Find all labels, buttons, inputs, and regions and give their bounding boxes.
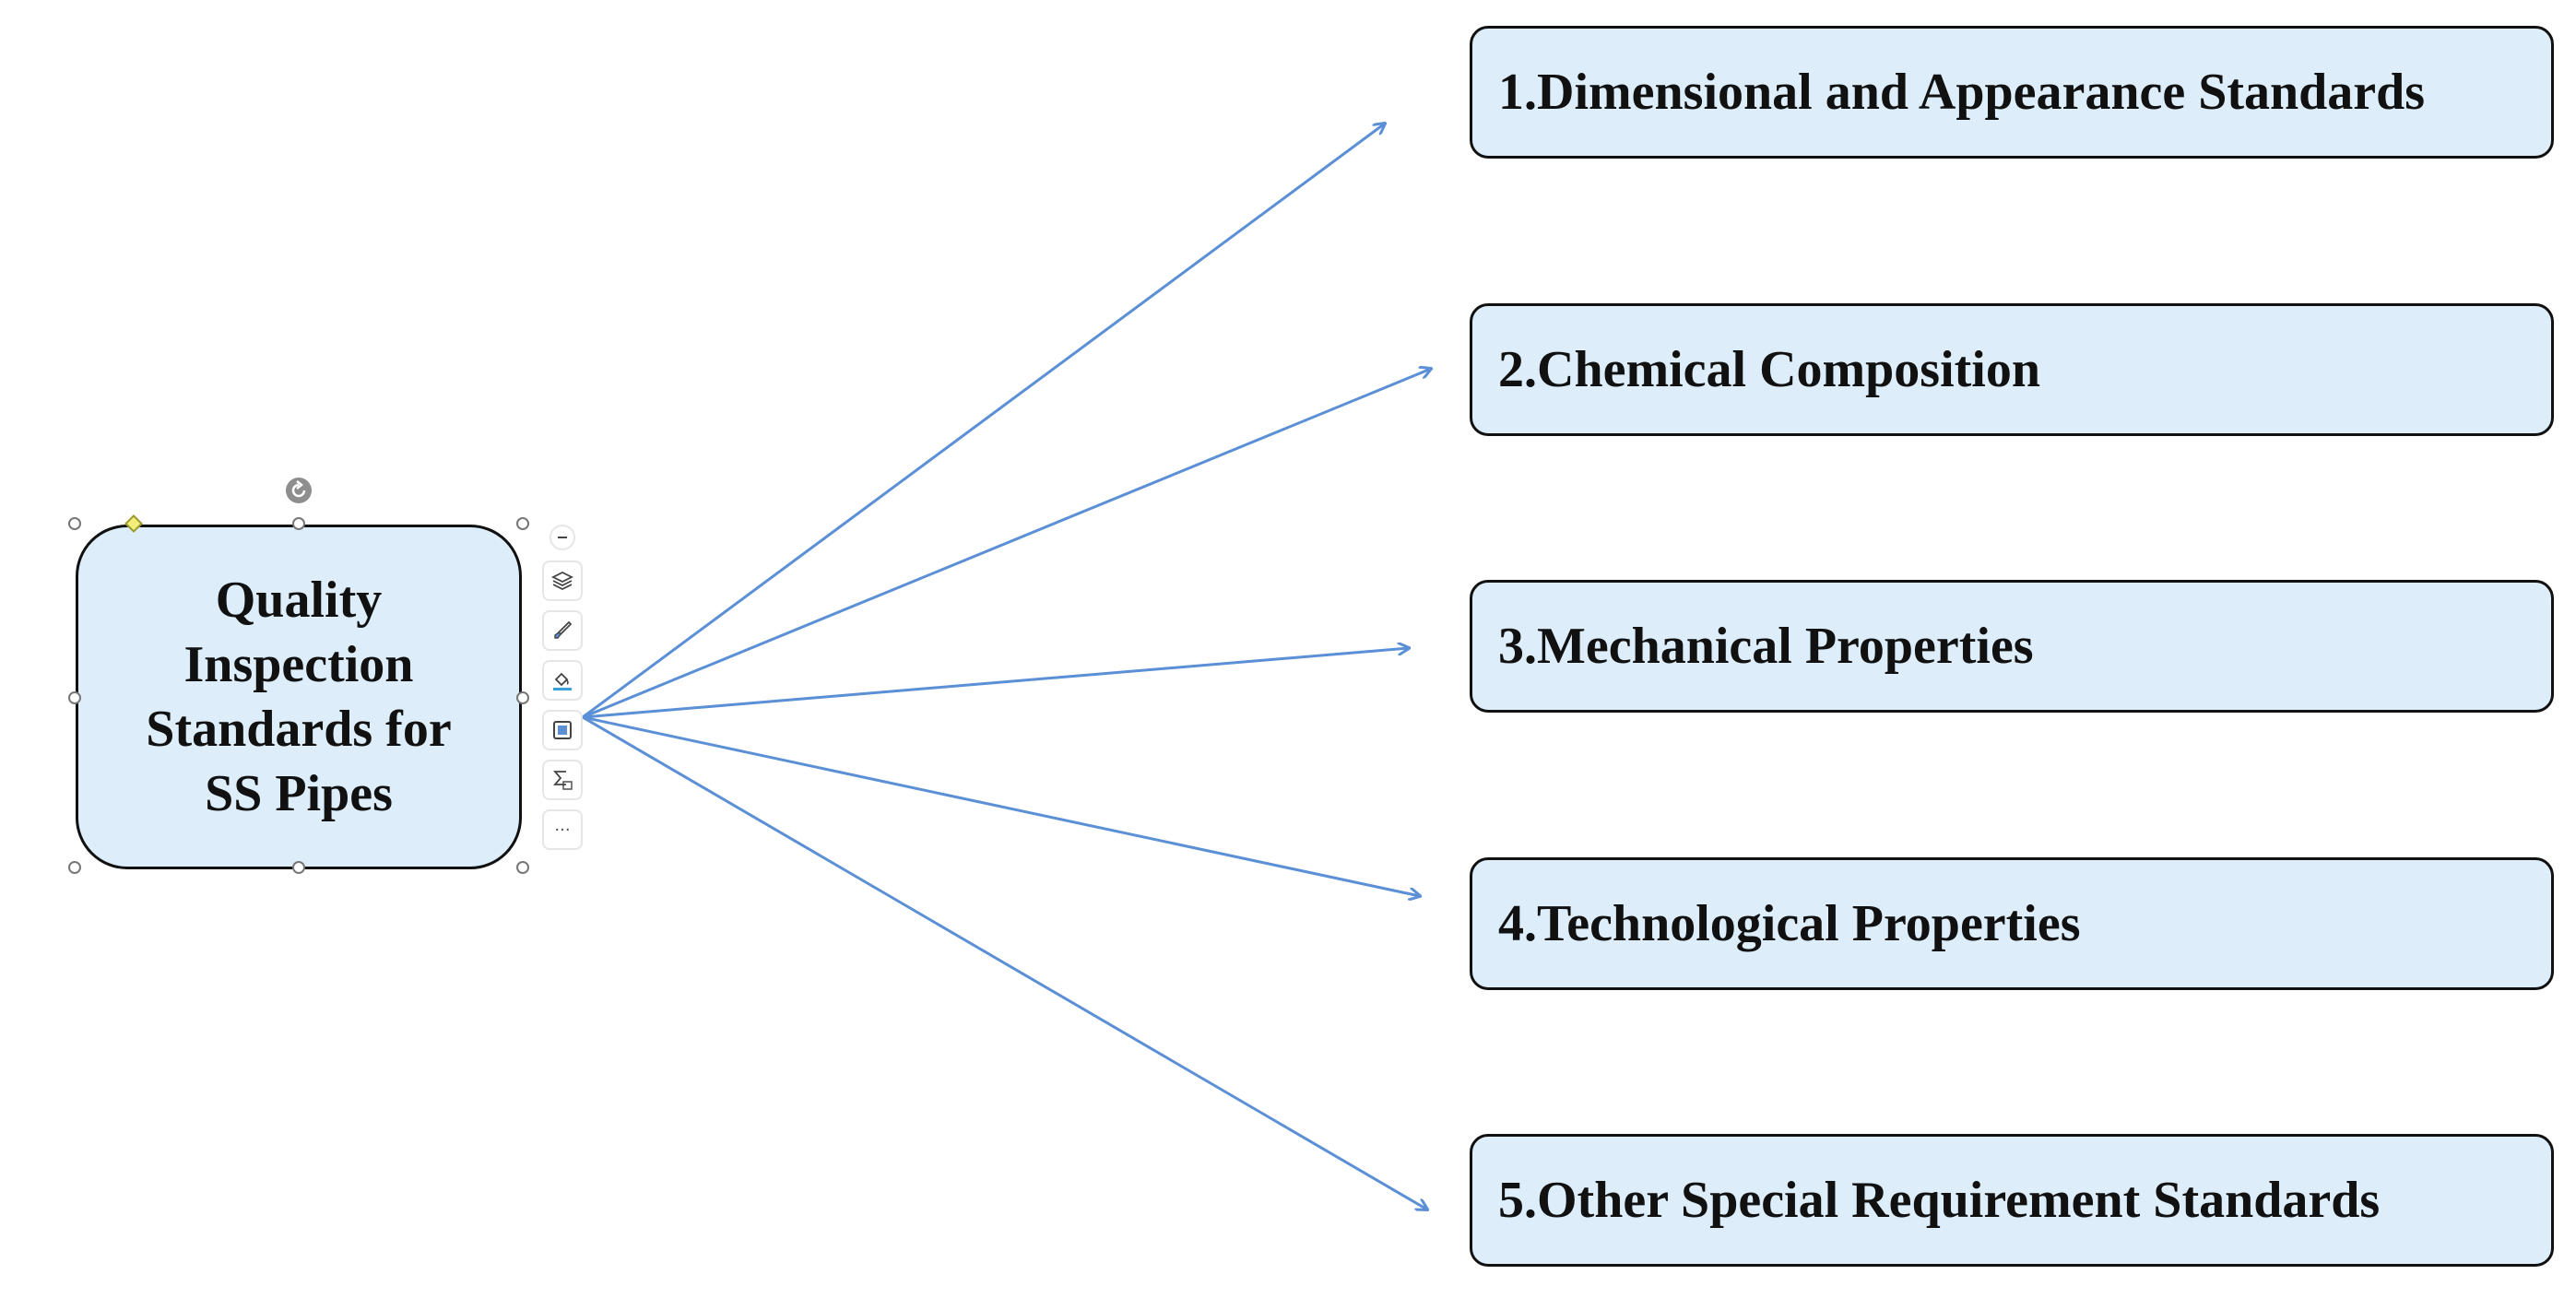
branch-node-2[interactable]: 2.Chemical Composition — [1470, 303, 2554, 436]
rotate-handle[interactable] — [286, 478, 312, 503]
branch-label: 5.Other Special Requirement Standards — [1498, 1172, 2381, 1229]
branch-label: 2.Chemical Composition — [1498, 341, 2040, 398]
branch-label: 3.Mechanical Properties — [1498, 618, 2034, 675]
more-options-button[interactable]: ··· — [542, 809, 583, 850]
collapse-icon — [558, 537, 567, 538]
central-topic-text: Quality Inspection Standards for SS Pipe… — [146, 568, 451, 826]
central-topic-line: Standards for — [146, 701, 452, 758]
resize-handle-right[interactable] — [516, 691, 529, 704]
layers-button[interactable] — [542, 560, 583, 601]
branch-node-5[interactable]: 5.Other Special Requirement Standards — [1470, 1134, 2554, 1267]
resize-handle-bottom-left[interactable] — [68, 861, 81, 874]
connector-arrow-2[interactable] — [582, 369, 1431, 719]
branch-label: 4.Technological Properties — [1498, 895, 2081, 952]
formula-icon — [553, 771, 573, 790]
connector-arrow-1[interactable] — [582, 124, 1385, 719]
border-style-button[interactable] — [542, 710, 583, 750]
border-icon — [553, 721, 572, 739]
resize-handle-top-right[interactable] — [516, 517, 529, 530]
fill-color-button[interactable] — [542, 660, 583, 701]
resize-handle-top-left[interactable] — [68, 517, 81, 530]
branch-node-1[interactable]: 1.Dimensional and Appearance Standards — [1470, 26, 2554, 159]
branch-node-4[interactable]: 4.Technological Properties — [1470, 857, 2554, 990]
resize-handle-top[interactable] — [292, 517, 305, 530]
branch-node-3[interactable]: 3.Mechanical Properties — [1470, 580, 2554, 713]
brush-icon — [554, 620, 573, 639]
connector-arrow-3[interactable] — [582, 648, 1409, 719]
branch-label: 1.Dimensional and Appearance Standards — [1498, 64, 2426, 121]
resize-handle-bottom-right[interactable] — [516, 861, 529, 874]
central-topic-line: Inspection — [183, 636, 414, 693]
more-icon: ··· — [554, 820, 571, 840]
connector-arrow-4[interactable] — [582, 715, 1420, 896]
fill-icon — [553, 672, 572, 690]
style-brush-button[interactable] — [542, 610, 583, 651]
formula-button[interactable] — [542, 760, 583, 800]
central-topic-line: SS Pipes — [205, 765, 393, 822]
connector-arrow-5[interactable] — [582, 715, 1427, 1210]
rotate-icon — [291, 480, 306, 498]
central-topic-line: Quality — [215, 572, 383, 629]
central-topic-node[interactable]: Quality Inspection Standards for SS Pipe… — [76, 525, 522, 869]
resize-handle-bottom[interactable] — [292, 861, 305, 874]
resize-handle-left[interactable] — [68, 691, 81, 704]
collapse-button[interactable] — [549, 525, 575, 550]
layers-icon — [550, 571, 574, 591]
